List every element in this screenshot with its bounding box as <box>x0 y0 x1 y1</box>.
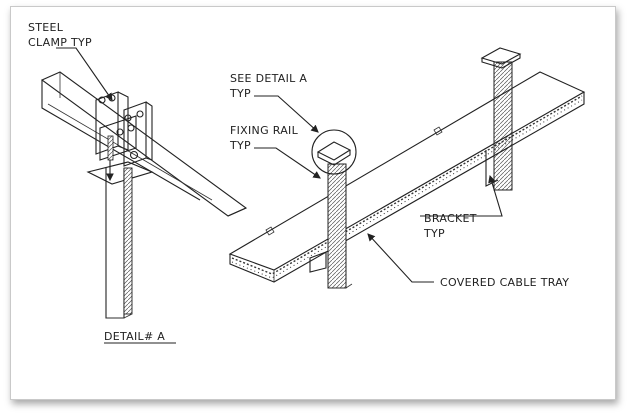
label-see-detail-line2: TYP <box>229 87 251 100</box>
leader-lines <box>56 47 503 283</box>
cable-tray-assembly <box>228 47 586 289</box>
label-bracket-line1: BRACKET <box>424 212 477 225</box>
label-bracket-line2: TYP <box>423 227 445 240</box>
label-covered-cable-tray: COVERED CABLE TRAY <box>440 276 569 289</box>
label-steel-clamp-line1: STEEL <box>28 21 64 34</box>
label-fixing-rail-line2: TYP <box>229 139 251 152</box>
label-steel-clamp-line2: CLAMP TYP <box>28 36 92 49</box>
label-detail-a: DETAIL# A <box>104 330 165 343</box>
label-fixing-rail-line1: FIXING RAIL <box>230 124 299 137</box>
detail-a-drawing <box>40 71 248 319</box>
label-see-detail-line1: SEE DETAIL A <box>230 72 307 85</box>
drawing-frame <box>10 6 616 400</box>
